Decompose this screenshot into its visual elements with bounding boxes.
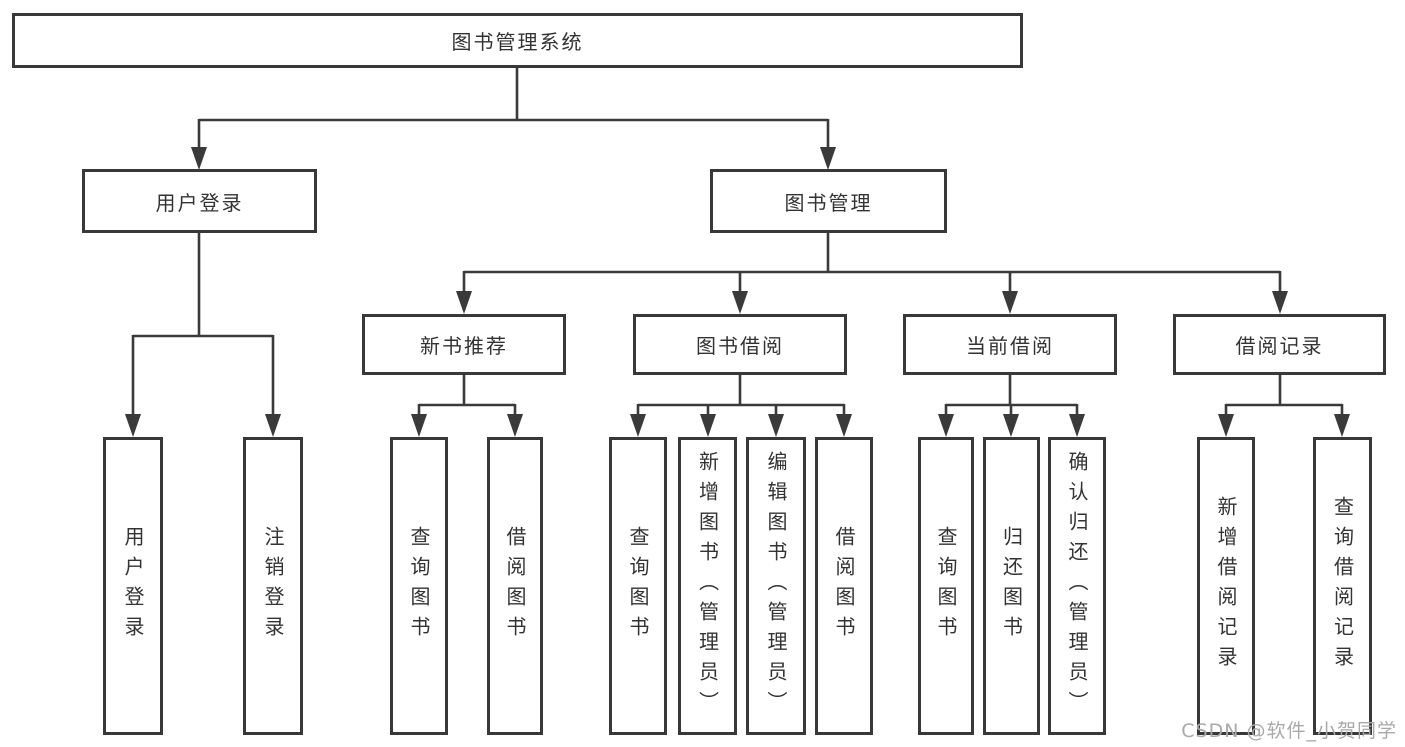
node-user-login: 用户登录 [82, 169, 317, 233]
node-label: 用户登录 [155, 190, 244, 215]
node-current-borrowing: 当前借阅 [903, 314, 1117, 375]
arrowhead-icon [1272, 291, 1288, 314]
node-label: 借阅图书 [832, 526, 856, 646]
node-book-management: 图书管理 [710, 169, 947, 233]
node-label: 借阅记录 [1235, 334, 1324, 358]
node-label: 查询图书 [934, 526, 958, 646]
arrowhead-icon [700, 414, 716, 437]
node-borrowing-records: 借阅记录 [1173, 314, 1386, 375]
arrowhead-icon [507, 414, 523, 437]
node-label: 注销登录 [261, 526, 285, 646]
node-label: 编辑图书（管理员） [764, 451, 788, 721]
arrowhead-icon [1069, 414, 1085, 437]
node-label: 查询图书 [407, 526, 431, 646]
node-leaf-query-books-c: 查询图书 [918, 437, 974, 735]
node-label: 查询借阅记录 [1330, 496, 1355, 676]
node-label: 新增借阅记录 [1214, 496, 1238, 676]
arrowhead-icon [1003, 414, 1019, 437]
node-label: 图书管理 [784, 190, 873, 215]
arrowhead-icon [1218, 414, 1234, 437]
node-leaf-logout: 注销登录 [243, 437, 303, 735]
watermark: CSDN @软件_小贺同学 [1181, 720, 1397, 742]
node-label: 当前借阅 [966, 334, 1054, 358]
node-root: 图书管理系统 [12, 13, 1023, 68]
node-label: 查询图书 [626, 526, 650, 646]
node-label: 用户登录 [121, 526, 145, 646]
node-leaf-borrow-books-b: 借阅图书 [815, 437, 873, 735]
node-label: 确认归还（管理员） [1065, 451, 1089, 721]
node-leaf-add-books-admin: 新增图书（管理员） [678, 437, 737, 735]
node-leaf-query-books-a: 查询图书 [390, 437, 448, 735]
node-label: 新增图书（管理员） [695, 451, 720, 721]
arrowhead-icon [456, 291, 472, 314]
node-label: 借阅图书 [503, 526, 527, 646]
arrowhead-icon [630, 414, 646, 437]
arrowhead-icon [1002, 291, 1018, 314]
node-leaf-edit-books-admin: 编辑图书（管理员） [746, 437, 806, 735]
node-leaf-return-books: 归还图书 [983, 437, 1040, 735]
node-leaf-borrow-books-a: 借阅图书 [487, 437, 543, 735]
arrowhead-icon [411, 414, 427, 437]
node-leaf-query-borrow-record: 查询借阅记录 [1313, 437, 1372, 735]
arrowhead-icon [938, 414, 954, 437]
arrowhead-icon [191, 147, 207, 170]
node-new-book-recommend: 新书推荐 [362, 314, 566, 375]
node-label: 图书借阅 [696, 334, 784, 358]
arrowhead-icon [732, 291, 748, 314]
arrowhead-icon [768, 414, 784, 437]
arrowhead-icon [820, 147, 836, 170]
node-label: 归还图书 [999, 526, 1024, 646]
arrowhead-icon [836, 414, 852, 437]
node-book-borrowing: 图书借阅 [633, 314, 847, 375]
node-label: 新书推荐 [420, 334, 508, 358]
node-leaf-query-books-b: 查询图书 [609, 437, 667, 735]
arrowhead-icon [125, 414, 141, 437]
node-leaf-add-borrow-record: 新增借阅记录 [1197, 437, 1255, 735]
node-label: 图书管理系统 [451, 30, 584, 54]
arrowhead-icon [265, 414, 281, 437]
node-leaf-confirm-return: 确认归还（管理员） [1048, 437, 1106, 735]
arrowhead-icon [1334, 414, 1350, 437]
node-leaf-user-login: 用户登录 [103, 437, 163, 735]
